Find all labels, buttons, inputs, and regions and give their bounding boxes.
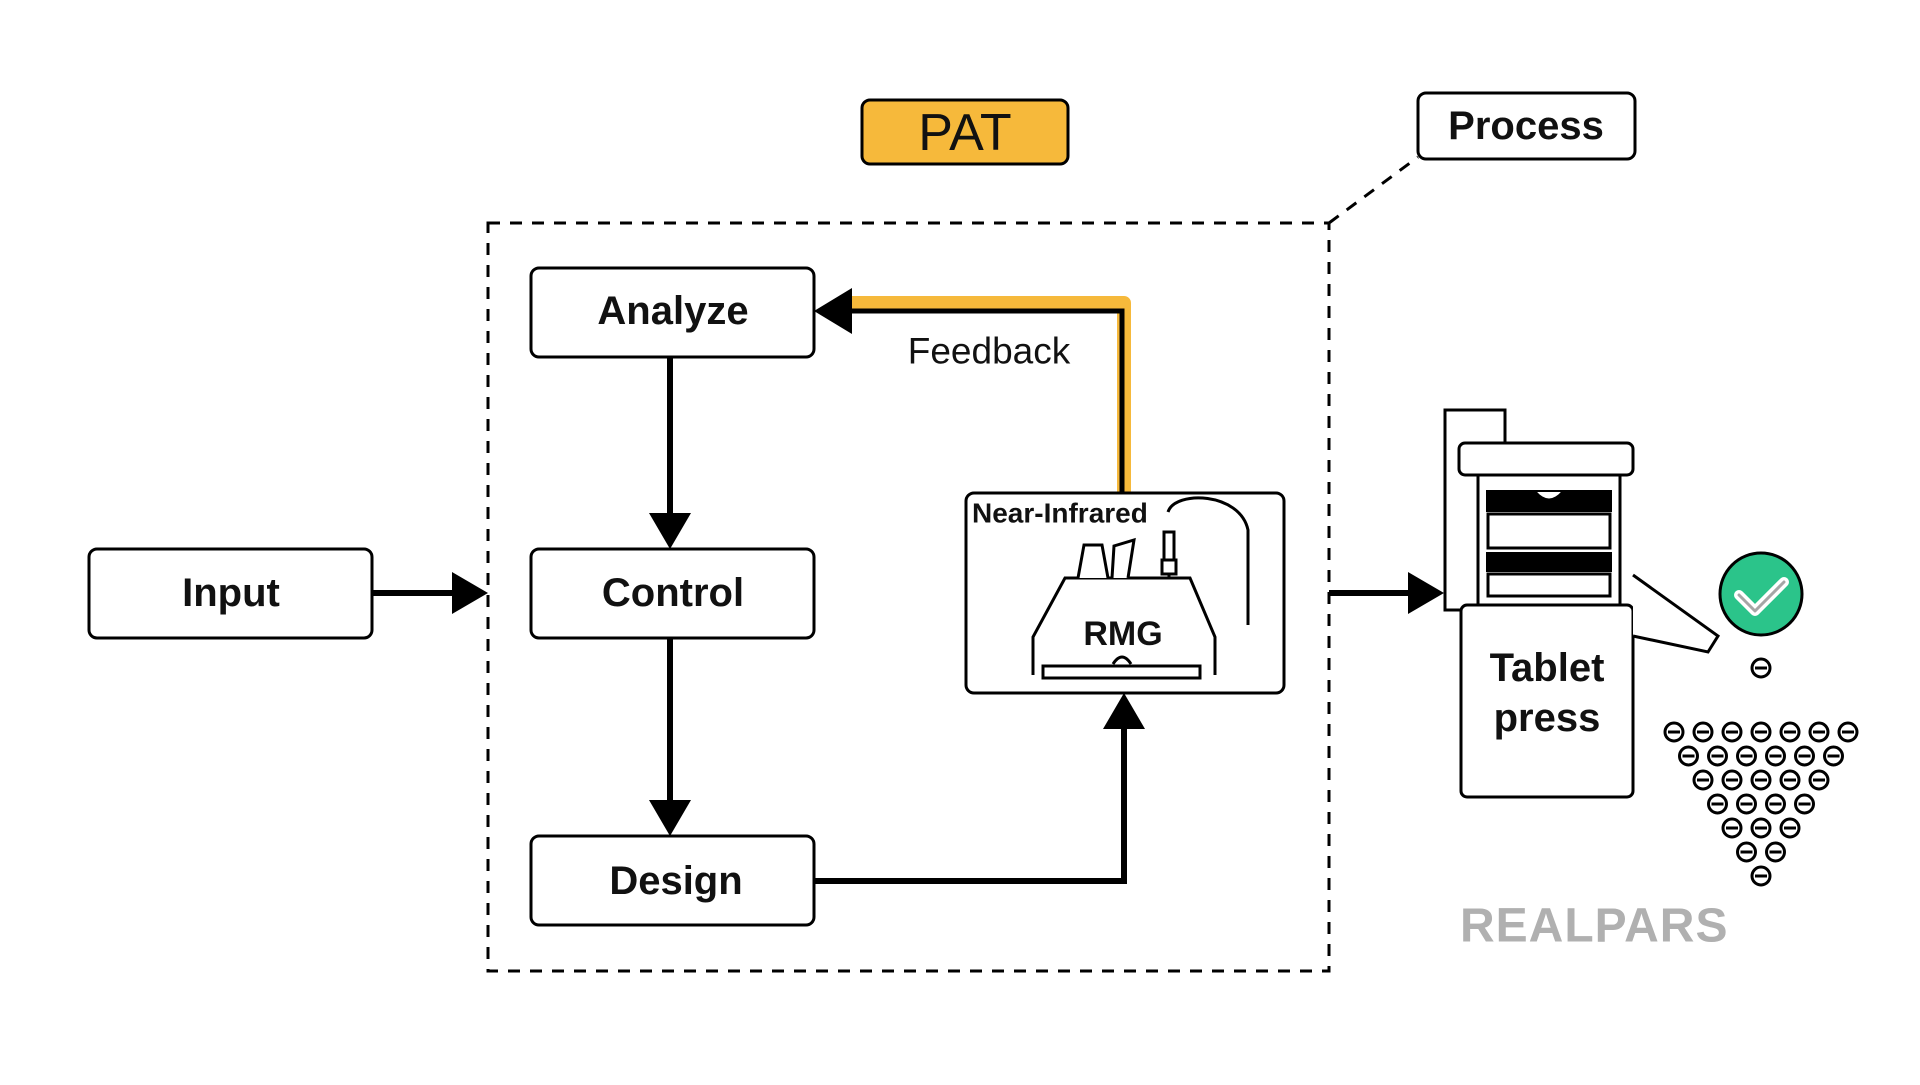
tablets-pile — [1663, 657, 1859, 887]
tablet-press-line-2: press — [1494, 696, 1601, 740]
feedback-label: Feedback — [908, 331, 1071, 372]
node-control: Control — [529, 547, 816, 640]
process-badge: Process — [1416, 91, 1637, 161]
press-body — [1459, 603, 1635, 799]
design-label: Design — [609, 859, 742, 903]
tablet-press-line-1: Tablet — [1490, 646, 1605, 690]
nir-probe-icon — [1162, 530, 1176, 564]
rmg-hopper-icon — [1076, 543, 1110, 579]
pat-badge: PAT — [860, 98, 1070, 166]
process-label: Process — [1448, 104, 1604, 148]
rmg-impeller-hub — [1111, 655, 1133, 665]
control-to-design-arrowhead — [649, 800, 691, 836]
rmg-panel: Near-Infrared RMG — [964, 491, 1286, 695]
check-circle-icon — [1718, 551, 1804, 637]
process-leader-line — [1328, 155, 1419, 225]
rmg-nozzle-icon — [1110, 537, 1136, 579]
process-badge-box — [1416, 91, 1637, 161]
press-chute — [1632, 573, 1721, 654]
brand-logo: REALPARS — [1460, 900, 1728, 953]
feedback-line — [848, 308, 1125, 493]
pat-badge-box — [860, 98, 1070, 166]
design-to-rmg-line — [814, 725, 1127, 884]
node-design: Design — [529, 834, 816, 927]
tablet-press: Tablet press — [1443, 408, 1721, 799]
input-to-pat-arrowhead — [452, 572, 488, 614]
feedback-loop: Feedback — [814, 288, 1131, 493]
node-input: Input — [87, 547, 374, 640]
connectors — [372, 357, 1444, 884]
pat-to-press-arrowhead — [1408, 572, 1444, 614]
control-label: Control — [602, 571, 744, 615]
rmg-impeller-icon — [1041, 664, 1202, 680]
analyze-to-control-arrowhead — [649, 513, 691, 549]
probe-cable — [1166, 496, 1250, 625]
pat-boundary — [486, 221, 1331, 973]
probe-collar — [1160, 558, 1178, 576]
feedback-arrowhead — [814, 288, 852, 334]
rmg-label: RMG — [1083, 615, 1162, 653]
press-punches-icon — [1486, 490, 1612, 598]
design-to-rmg-arrowhead — [1103, 693, 1145, 729]
input-label: Input — [182, 571, 280, 615]
node-analyze: Analyze — [529, 266, 816, 359]
press-head — [1457, 441, 1635, 477]
pat-title: PAT — [918, 104, 1011, 162]
analyze-label: Analyze — [597, 289, 748, 333]
near-infrared-label: Near-Infrared — [972, 498, 1148, 529]
